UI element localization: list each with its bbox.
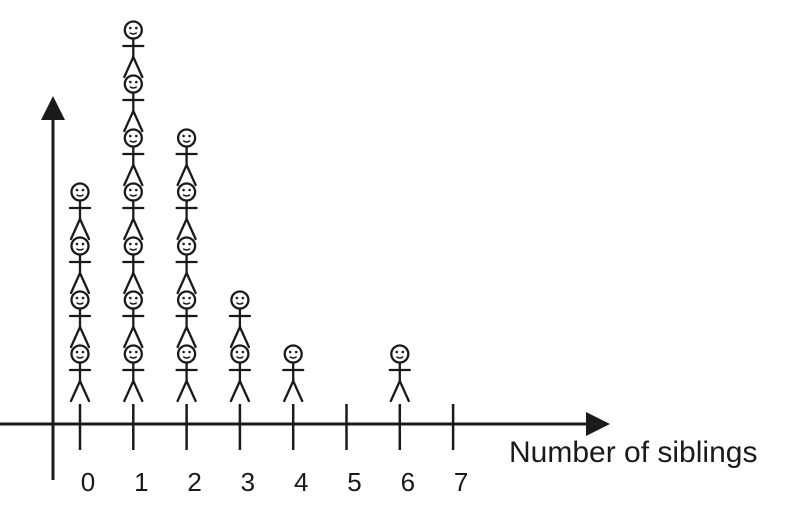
stick-figure-0-3 <box>68 236 92 295</box>
stick-figure-1-7 <box>122 20 145 79</box>
x-tick-label-3: 3 <box>241 467 255 497</box>
stick-figure-0-1 <box>68 344 92 403</box>
stick-figure-1-4 <box>122 182 145 241</box>
stick-figure-2-2 <box>175 290 198 349</box>
stick-figure-1-2 <box>122 290 145 349</box>
stick-figure-2-3 <box>175 236 198 295</box>
x-ticks: 0 1 2 3 4 5 6 7 <box>78 404 468 497</box>
x-tick-label-7: 7 <box>454 467 468 497</box>
x-tick-label-5: 5 <box>347 467 361 497</box>
x-tick-label-4: 4 <box>294 467 308 497</box>
stick-figure-1-1 <box>122 344 145 403</box>
stick-figure-3-2 <box>228 290 252 349</box>
x-axis-title: Number of siblings <box>509 436 757 469</box>
stick-figure-2-1 <box>175 344 198 403</box>
stick-figure-6-1 <box>388 344 411 403</box>
stick-figure-0-4 <box>68 182 92 241</box>
stick-figure-2-4 <box>175 182 198 241</box>
stick-figure-4-1 <box>282 344 305 403</box>
stick-figure-2-5 <box>175 128 198 187</box>
stick-figure-3-1 <box>228 344 252 403</box>
stick-figure-0-2 <box>68 290 92 349</box>
x-tick-label-2: 2 <box>187 467 201 497</box>
x-tick-label-0: 0 <box>81 467 95 497</box>
stick-figure-1-6 <box>122 74 145 133</box>
stick-figure-1-5 <box>122 128 145 187</box>
x-tick-label-6: 6 <box>401 467 415 497</box>
figure-stacks <box>68 20 411 403</box>
stick-figure-1-3 <box>122 236 145 295</box>
x-tick-label-1: 1 <box>134 467 148 497</box>
